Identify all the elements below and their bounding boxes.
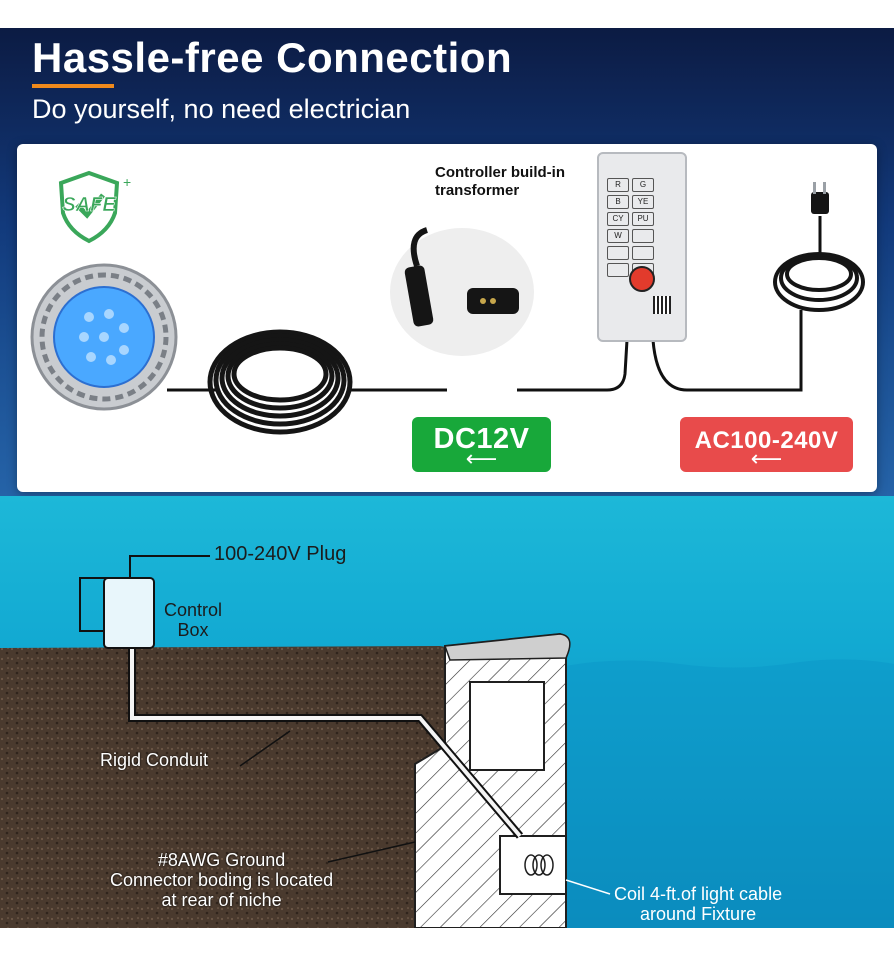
control-box-label-line2: Box [177,620,209,640]
connector-closeup-image [390,227,534,356]
controller-label: Controller build-in transformer [435,164,565,200]
coil-label: Coil 4-ft.of light cable around Fixture [614,884,782,924]
coil-label-line2: around Fixture [640,904,757,924]
ac-voltage-label: AC100-240V [694,427,839,454]
install-diagram: 100-240V Plug Control Box Rigid Conduit … [0,496,894,928]
controller-label-line2: transformer [435,182,520,199]
coil-label-line1: Coil 4-ft.of light cable [614,884,783,904]
cable-coil-image [207,329,353,435]
remote-button-w: W [607,229,629,243]
title-underline [32,84,114,88]
remote-button-ye: YE [632,195,654,209]
pool-light-image [30,263,178,411]
remote-button-pu: PU [632,212,654,226]
ground-label-line3: at rear of niche [161,890,282,910]
ground-label-line2: Connector boding is located [110,870,334,890]
safe-badge-text: SAFE [62,194,116,216]
svg-text:+: + [123,174,131,190]
ground-label: #8AWG Ground Connector boding is located… [110,850,333,910]
product-panel: SAFE + [17,144,877,492]
ac-voltage-badge: AC100-240V ⟵ [680,417,853,472]
product-banner: Hassle-free Connection Do yourself, no n… [0,28,894,928]
conduit-label: Rigid Conduit [100,750,209,770]
controller-label-line1: Controller build-in [435,164,565,181]
safe-shield-icon: SAFE + [58,170,131,244]
plug-label: 100-240V Plug [214,543,347,565]
qr-code-icon [653,296,671,314]
power-button-icon [629,266,655,292]
page-title: Hassle-free Connection [32,34,513,81]
remote-button-b: B [607,195,629,209]
control-box-label-line1: Control [164,600,223,620]
remote-button-cy: CY [607,212,629,226]
page-subtitle: Do yourself, no need electrician [32,94,411,124]
ground-label-line1: #8AWG Ground [157,850,286,870]
dc-voltage-label: DC12V [433,423,530,455]
install-diagram-drawing [0,555,894,928]
arrow-left-icon: ⟵ [465,446,498,471]
arrow-left-icon: ⟵ [750,446,783,471]
remote-button-r: R [607,178,629,192]
dc-voltage-badge: DC12V ⟵ [412,417,551,472]
controller-box-image: R G B YE CY PU W [597,152,687,342]
power-plug-image [773,182,865,312]
remote-button-g: G [632,178,654,192]
control-box-label: Control Box [164,600,222,640]
